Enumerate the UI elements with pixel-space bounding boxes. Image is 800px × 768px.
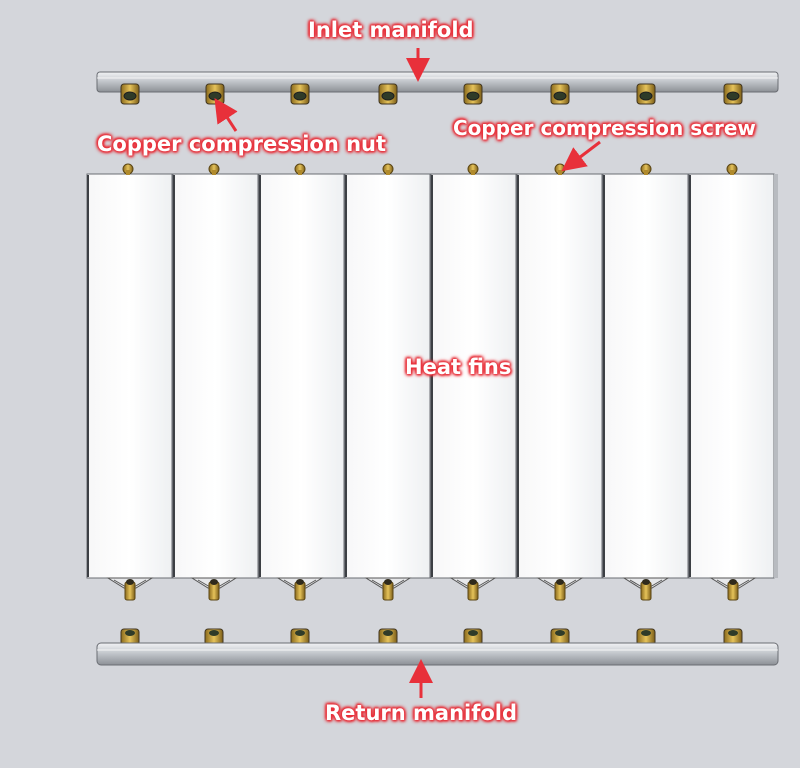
bottom-fitting-icon [709,577,757,601]
compression-screw-icon [382,163,394,175]
label-copper-compression-screw: Copper compression screw [453,116,756,140]
heat-fins [86,173,778,579]
bottom-fitting-icon [106,577,154,601]
label-heat-fins: Heat fins [405,355,512,379]
heat-fin [258,173,345,579]
compression-nut-icon [636,628,656,646]
compression-nut-icon [636,83,656,105]
compression-nut-icon [205,83,225,105]
heat-fin [344,173,431,579]
compression-screw-icon [640,163,652,175]
heat-fin [86,173,173,579]
compression-nut-icon [290,628,310,646]
compression-screw-icon [554,163,566,175]
return-compression-nuts [120,628,743,646]
heat-fin [516,173,603,579]
arrow-screw [561,140,601,172]
fin-top-screws [122,163,738,175]
compression-screw-icon [726,163,738,175]
compression-screw-icon [294,163,306,175]
heat-fin [430,173,517,579]
compression-nut-icon [550,83,570,105]
bottom-fitting-icon [536,577,584,601]
compression-nut-icon [120,628,140,646]
bottom-fitting-icon [622,577,670,601]
heat-fin [688,173,775,579]
compression-nut-icon [550,628,570,646]
fin-edge [774,174,778,578]
compression-nut-icon [204,628,224,646]
compression-nut-icon [378,628,398,646]
compression-nut-icon [120,83,140,105]
inlet-compression-nuts [120,83,743,105]
label-copper-compression-nut: Copper compression nut [97,132,387,156]
compression-nut-icon [378,83,398,105]
compression-screw-icon [208,163,220,175]
compression-nut-icon [723,83,743,105]
compression-screw-icon [122,163,134,175]
compression-nut-icon [723,628,743,646]
bottom-fitting-icon [190,577,238,601]
return-manifold [96,642,779,666]
compression-nut-icon [463,83,483,105]
compression-nut-icon [463,628,483,646]
heat-fin [172,173,259,579]
bottom-fitting-icon [276,577,324,601]
compression-screw-icon [467,163,479,175]
inlet-manifold [96,71,779,93]
heat-fin [602,173,689,579]
bottom-fitting-icon [449,577,497,601]
fin-bottom-fittings [106,577,757,601]
arrow-nut [214,97,238,132]
label-inlet-manifold: Inlet manifold [308,18,474,42]
bottom-fitting-icon [364,577,412,601]
label-return-manifold: Return manifold [325,701,518,725]
compression-nut-icon [290,83,310,105]
